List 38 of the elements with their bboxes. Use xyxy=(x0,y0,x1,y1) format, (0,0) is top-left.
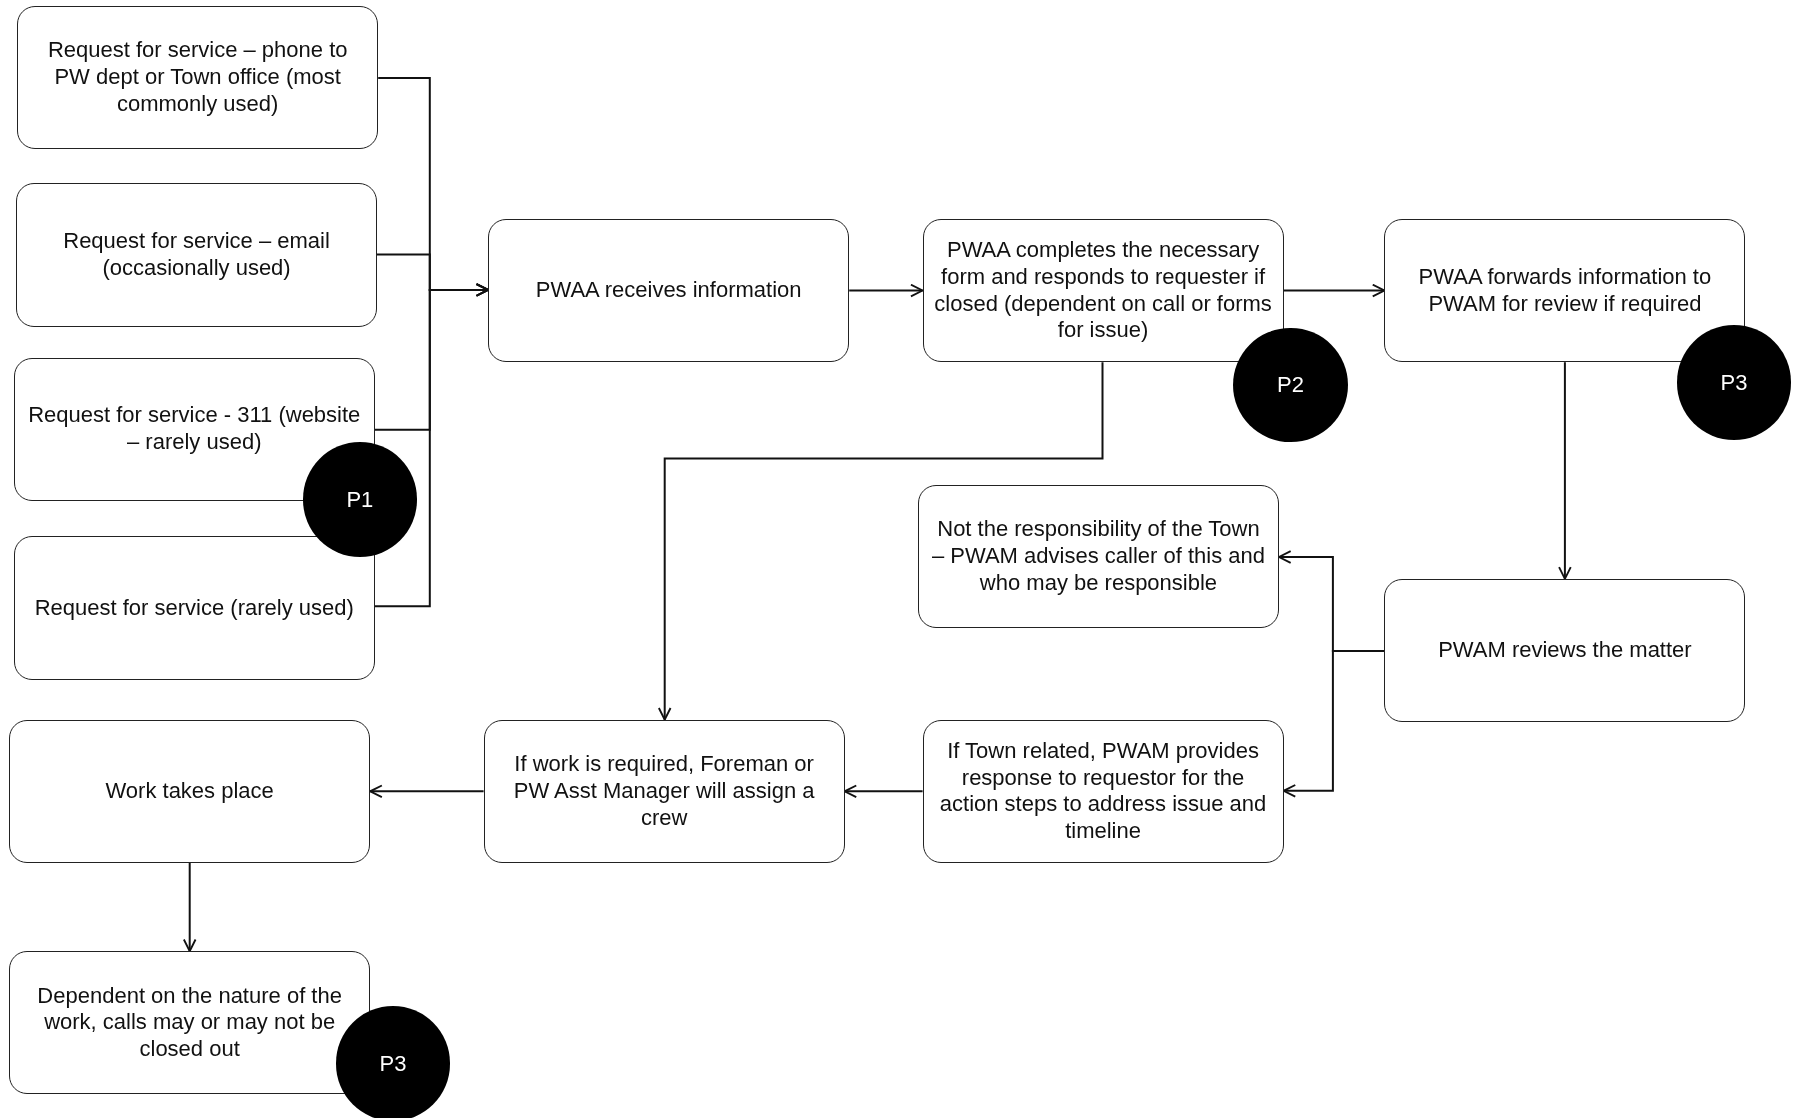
step-label: P1 xyxy=(346,486,374,513)
process-text: PWAA forwards information to PWAM for review if required xyxy=(1417,263,1713,318)
process-box xyxy=(17,5,379,149)
arrow xyxy=(182,862,197,953)
process-box xyxy=(483,719,845,863)
arrow xyxy=(848,283,924,298)
arrow xyxy=(1282,650,1386,798)
process-text: If work is required, Foreman or PW Asst Manager will assign a crew xyxy=(512,751,816,832)
process-text: Request for service (rarely used) xyxy=(34,594,354,622)
arrow xyxy=(373,283,490,608)
process-box xyxy=(917,484,1279,628)
process-box xyxy=(922,719,1284,863)
process-text: Dependent on the nature of the work, calls may or may not be closed out xyxy=(36,982,343,1064)
arrow xyxy=(843,784,924,799)
process-box xyxy=(9,951,371,1095)
step-label: P2 xyxy=(1276,372,1304,399)
process-box xyxy=(1384,578,1746,722)
step-label: P3 xyxy=(1720,369,1748,396)
arrow xyxy=(1558,361,1572,580)
process-text: Request for service – email (occasionally used) xyxy=(62,228,331,282)
process-box xyxy=(16,183,378,327)
process-text: Request for service – phone to PW dept or Town office (most commonly used) xyxy=(46,37,349,118)
process-text: PWAA completes the necessary form and responds to requester if closed (dependent on call or forms for issue) xyxy=(933,236,1273,345)
process-text: Request for service - 311 (website – rarely used) xyxy=(27,402,362,456)
process-text: If Town related, PWAM provides response to requestor for the action steps to address issue and timeline xyxy=(938,737,1268,845)
process-text: PWAM reviews the matter xyxy=(1438,636,1692,664)
arrow xyxy=(1282,283,1386,298)
process-box xyxy=(922,218,1284,363)
process-text: Work takes place xyxy=(105,777,274,805)
arrow xyxy=(369,784,485,799)
process-box xyxy=(9,719,371,863)
process-box xyxy=(13,536,375,680)
process-text: Not the responsibility of the Town – PWAM advises caller of this and who may be responsible xyxy=(930,516,1266,597)
step-label: P3 xyxy=(379,1050,407,1077)
arrow xyxy=(657,361,1104,721)
process-box xyxy=(488,218,850,363)
process-box xyxy=(1384,218,1746,363)
process-text: PWAA receives information xyxy=(535,277,802,304)
